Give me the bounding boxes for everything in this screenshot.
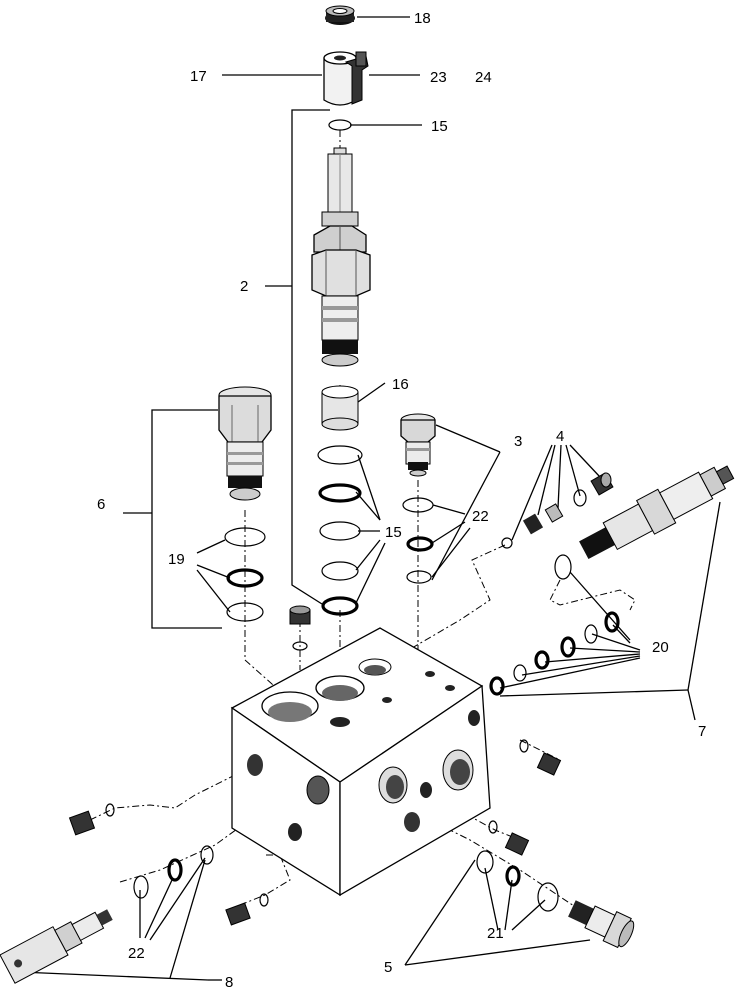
o-ring-set-20 — [489, 554, 620, 696]
spring-and-plug-set-4 — [501, 472, 614, 549]
small-plug-part — [289, 605, 311, 651]
callout-labels: 18 17 23 24 15 2 16 3 4 6 22 15 19 20 7 … — [97, 10, 706, 991]
callout-6: 6 — [97, 496, 105, 513]
callout-5: 5 — [384, 959, 392, 976]
solenoid-coil-part — [323, 51, 369, 106]
o-ring-set-19 — [224, 527, 266, 622]
manifold-block — [230, 627, 491, 897]
o-ring-set-22-upper — [402, 497, 434, 584]
callout-20: 20 — [652, 639, 669, 656]
check-valve-part — [400, 413, 436, 477]
o-ring-part — [328, 119, 352, 131]
callout-15-stack: 15 — [385, 524, 402, 541]
callout-22-lower: 22 — [128, 945, 145, 962]
callout-2: 2 — [240, 278, 248, 295]
callout-8: 8 — [225, 974, 233, 991]
sleeve-part — [321, 385, 359, 431]
callout-18: 18 — [414, 10, 431, 27]
plug-valve-part-5 — [568, 900, 635, 949]
callout-4: 4 — [556, 428, 564, 445]
callout-16: 16 — [392, 376, 409, 393]
side-plug-set — [68, 739, 562, 926]
callout-15-top: 15 — [431, 118, 448, 135]
callout-24: 24 — [475, 69, 492, 86]
callout-21: 21 — [487, 925, 504, 942]
seal-stack — [317, 445, 363, 616]
cartridge-valve-part — [311, 147, 371, 367]
relief-valve-part-8 — [0, 909, 113, 984]
pressure-reducing-valve-part — [579, 465, 735, 560]
callout-3: 3 — [514, 433, 522, 450]
o-ring-set-22-lower — [133, 845, 214, 899]
callout-17: 17 — [190, 68, 207, 85]
callout-7: 7 — [698, 723, 706, 740]
callout-19: 19 — [168, 551, 185, 568]
o-ring-set-21 — [476, 850, 559, 912]
dust-cap-part — [325, 5, 355, 25]
callout-22-upper: 22 — [472, 508, 489, 525]
relief-valve-part — [218, 386, 272, 501]
callout-23: 23 — [430, 69, 447, 86]
